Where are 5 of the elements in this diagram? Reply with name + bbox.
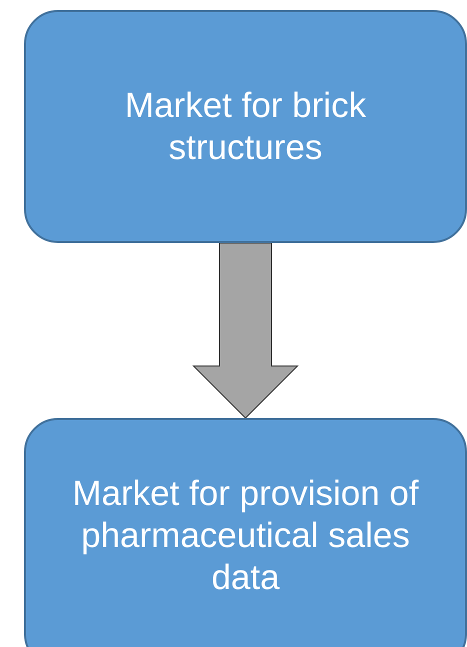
rounded-box: [24, 418, 467, 647]
block-arrow: [192, 242, 299, 419]
box-text: Market for provision of pharmaceutical sales data: [71, 473, 420, 599]
box-text: Market for brick structures: [124, 84, 368, 168]
rounded-box: [24, 10, 467, 243]
